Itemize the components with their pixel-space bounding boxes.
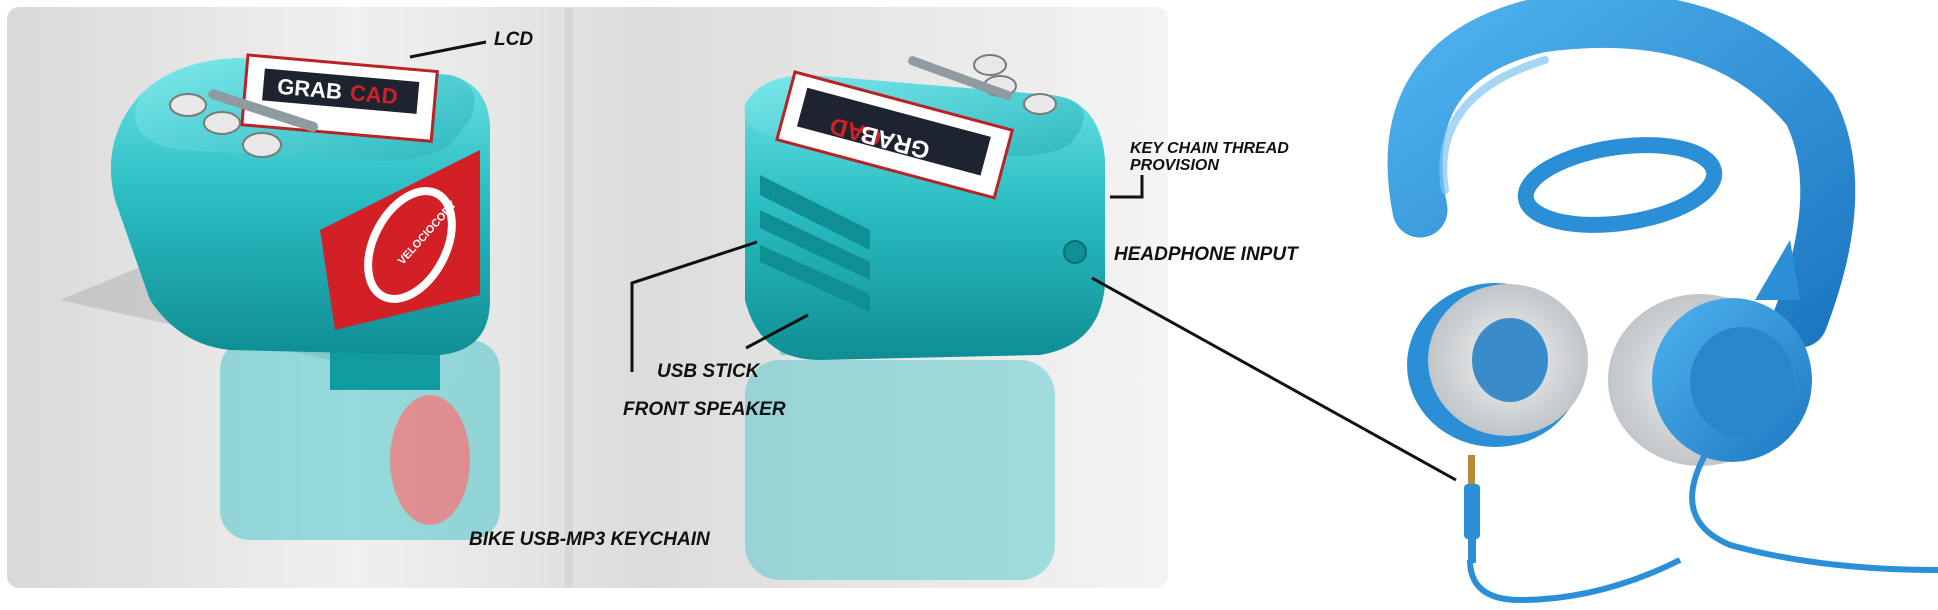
callout-lines	[409, 40, 1457, 482]
label-headphone-input: HEADPHONE INPUT	[1114, 244, 1298, 265]
label-usb-stick: USB STICK	[657, 361, 760, 382]
device-buttons	[169, 93, 282, 158]
lcd-brand-right: CAD	[349, 80, 399, 109]
headphone-jack	[1063, 240, 1087, 264]
label-keychain-thread: KEY CHAIN THREAD PROVISION	[1130, 140, 1289, 174]
lcd-brand-left: GRAB	[276, 74, 343, 105]
front-speaker-slots	[760, 175, 870, 312]
panel-divider	[565, 8, 573, 588]
device-rear-view: CAD GRAB	[744, 54, 1105, 580]
caption: BIKE USB-MP3 KEYCHAIN	[469, 529, 710, 550]
label-front-speaker: FRONT SPEAKER	[623, 399, 786, 420]
headphones	[1387, 0, 1938, 604]
label-lcd: LCD	[494, 29, 534, 50]
lcd-screen-rear: CAD GRAB	[775, 70, 1015, 200]
lcd-screen: GRAB CAD	[240, 53, 439, 143]
device-front-view: GRAB CAD VELOCIOCODY	[60, 53, 500, 540]
